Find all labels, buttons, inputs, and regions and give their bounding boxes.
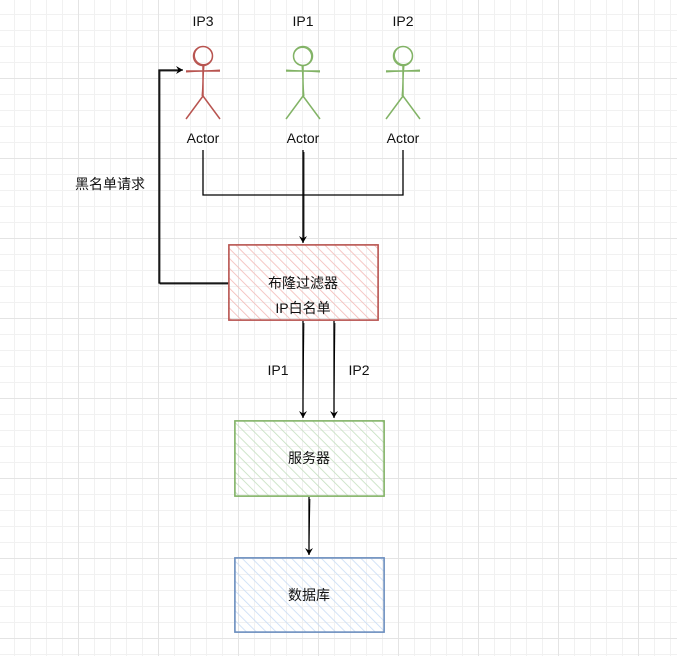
server-to-database-edge bbox=[305, 497, 313, 555]
edge-label-ip1: IP1 bbox=[267, 362, 288, 378]
blacklist-edge bbox=[158, 66, 229, 285]
edge-label-ip2: IP2 bbox=[348, 362, 369, 378]
filter-to-server-edges bbox=[299, 321, 338, 418]
bloom-filter-box[interactable] bbox=[228, 244, 379, 321]
actor-ip-label: IP2 bbox=[392, 13, 413, 29]
filter-subtitle: IP白名单 bbox=[275, 300, 330, 316]
actor-ip-label: IP3 bbox=[192, 13, 213, 29]
actor-connectors bbox=[202, 150, 404, 243]
actor-ip2[interactable] bbox=[385, 45, 421, 120]
filter-title: 布隆过滤器 bbox=[268, 275, 338, 291]
blacklist-label: 黑名单请求 bbox=[75, 176, 145, 192]
server-title: 服务器 bbox=[288, 450, 330, 466]
actor-ip3[interactable] bbox=[185, 45, 221, 120]
actor-label: Actor bbox=[187, 130, 220, 146]
actor-ip1[interactable] bbox=[285, 45, 321, 120]
server-box[interactable] bbox=[234, 420, 385, 497]
database-title: 数据库 bbox=[288, 587, 330, 603]
actor-ip-label: IP1 bbox=[292, 13, 313, 29]
actor-label: Actor bbox=[287, 130, 320, 146]
database-box[interactable] bbox=[234, 557, 385, 633]
actor-label: Actor bbox=[387, 130, 420, 146]
